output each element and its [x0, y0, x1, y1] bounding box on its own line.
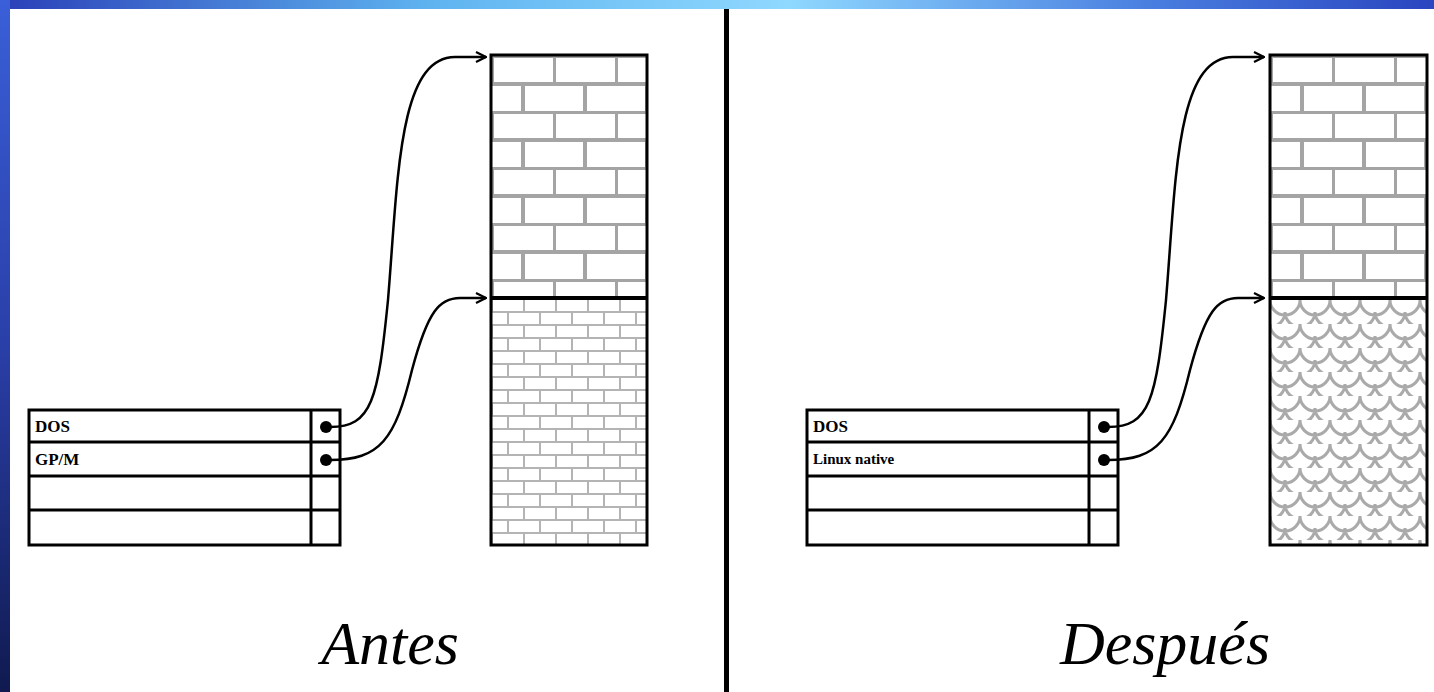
table-row-lines: [807, 442, 1118, 510]
partition-boundary: [1270, 296, 1427, 300]
partition-entry: DOS: [31, 412, 310, 441]
partition-boundary: [491, 296, 647, 300]
slide-top-band: [0, 0, 1434, 9]
table-column-line: [310, 410, 313, 545]
table-row-lines: [29, 442, 340, 510]
pointer-arrow: [1108, 57, 1264, 427]
pointer-arrow: [330, 57, 486, 427]
partition-type: Linux native: [813, 452, 894, 467]
pointer-arrow: [1108, 298, 1264, 460]
partition-dos: [1270, 55, 1427, 298]
table-outline: [29, 410, 340, 545]
partition-dos: [491, 55, 647, 298]
partition-table: [29, 57, 486, 545]
pointer-arrow: [330, 298, 486, 460]
panel-caption: Antes: [321, 612, 459, 674]
disk-before: [491, 55, 647, 545]
partition-entry: Linux native: [809, 444, 1088, 475]
partition-entry: GP/M: [31, 444, 310, 475]
partition-type: GP/M: [35, 451, 79, 468]
partition-type: DOS: [35, 418, 70, 435]
partition-type: DOS: [813, 418, 848, 435]
partition-linux: [1270, 298, 1427, 545]
slide-left-band: [0, 0, 10, 692]
table-outline: [807, 410, 1118, 545]
disk-after: [1270, 55, 1427, 545]
disk-outline: [491, 55, 647, 545]
partition-entry: DOS: [809, 412, 1088, 441]
partition-cpm: [491, 298, 647, 545]
partition-table: [807, 57, 1264, 545]
disk-outline: [1270, 55, 1427, 545]
table-column-line: [1088, 410, 1091, 545]
panel-divider: [724, 9, 729, 692]
panel-caption: Después: [1060, 612, 1270, 674]
